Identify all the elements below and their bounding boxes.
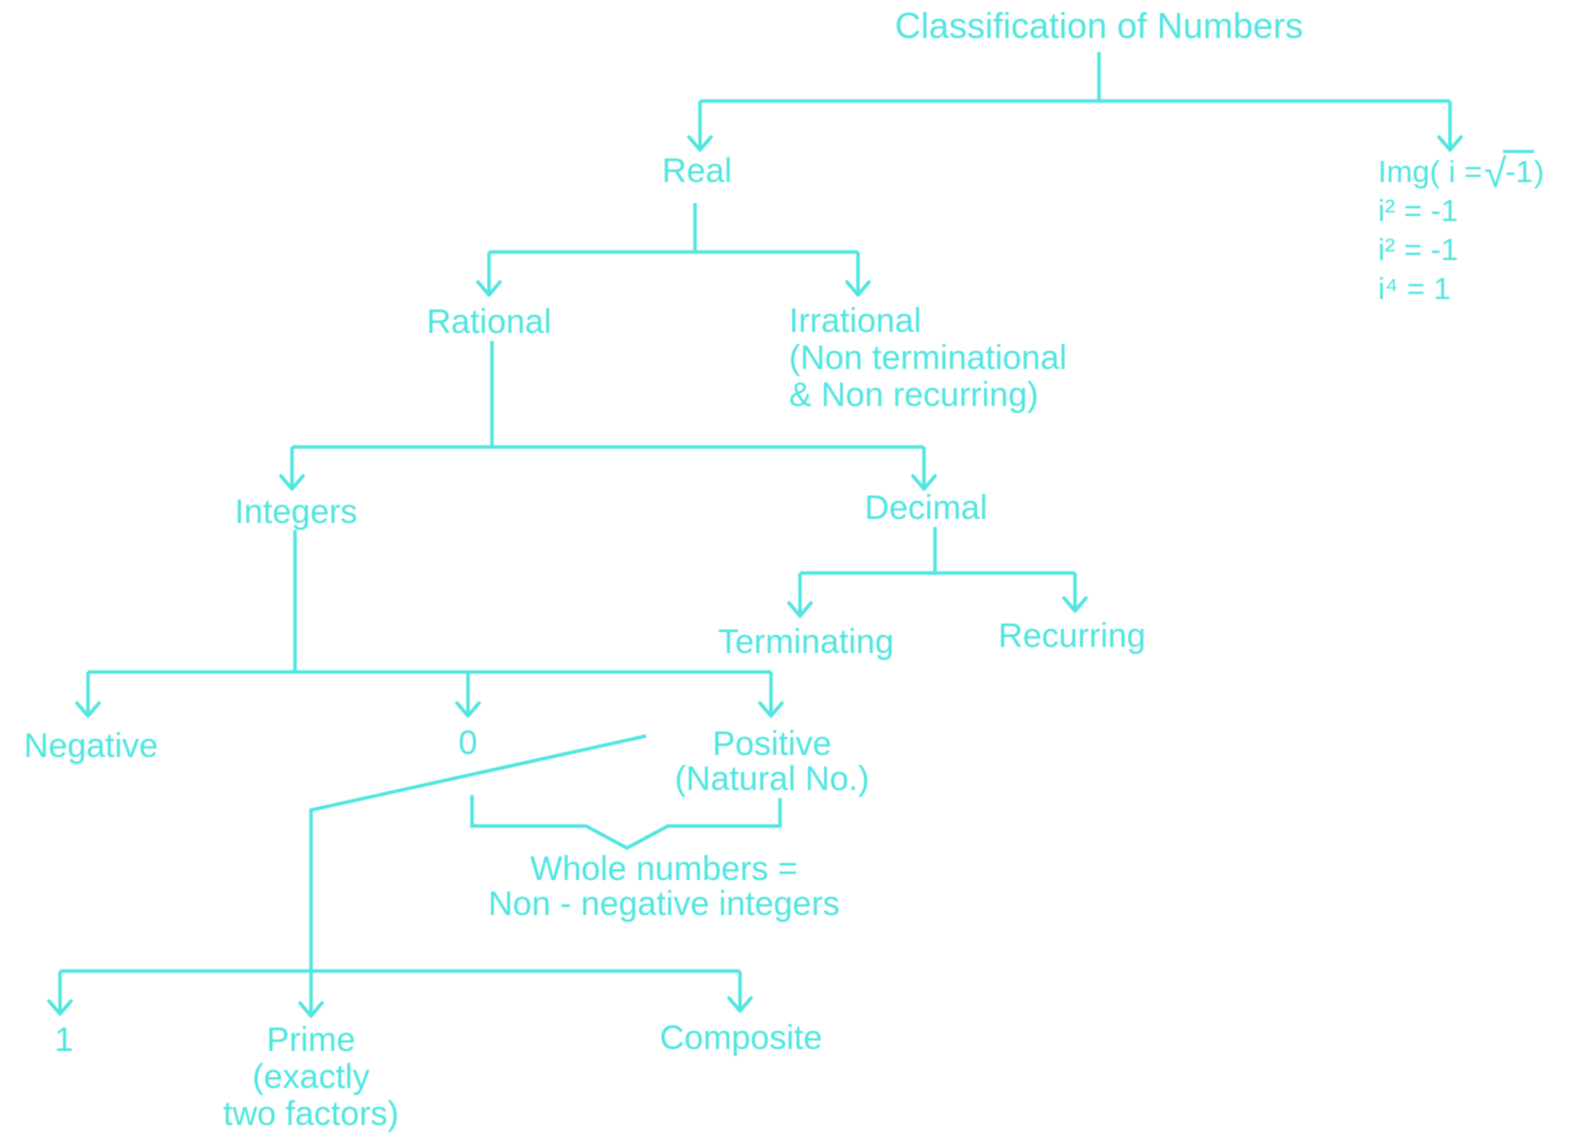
node-prime-line2: (exactly bbox=[252, 1058, 370, 1096]
node-real: Real bbox=[662, 152, 732, 190]
node-prime-line1: Prime bbox=[266, 1021, 356, 1059]
imaginary-note: Img( i =√-1) i² = -1 i² = -1 i⁴ = 1 bbox=[1378, 150, 1545, 308]
node-prime: Prime (exactly two factors) bbox=[223, 1022, 399, 1133]
node-negative: Negative bbox=[23, 727, 159, 765]
imaginary-line1-prefix: Img( i = bbox=[1378, 154, 1483, 189]
node-composite: Composite bbox=[659, 1019, 823, 1057]
imaginary-line1-radicand: -1 bbox=[1503, 150, 1534, 189]
node-decimal: Decimal bbox=[864, 489, 988, 527]
node-positive-line1: Positive bbox=[712, 725, 832, 763]
imaginary-line1: Img( i =√-1) bbox=[1378, 150, 1545, 193]
node-zero: 0 bbox=[458, 724, 478, 762]
imaginary-line4: i⁴ = 1 bbox=[1378, 271, 1451, 306]
sqrt-icon: √ bbox=[1484, 150, 1507, 196]
node-positive: Positive (Natural No.) bbox=[675, 727, 870, 797]
node-positive-line2: (Natural No.) bbox=[674, 760, 870, 798]
node-recurring: Recurring bbox=[998, 617, 1146, 655]
node-one: 1 bbox=[54, 1021, 74, 1059]
node-irrational-line1: Irrational bbox=[789, 302, 922, 340]
node-irrational: Irrational (Non terminational & Non recu… bbox=[789, 303, 1067, 414]
whole-numbers-line2: Non - negative integers bbox=[488, 885, 840, 923]
node-irrational-line3: & Non recurring) bbox=[789, 376, 1039, 414]
diagram-title: Classification of Numbers bbox=[894, 5, 1304, 46]
whole-numbers-line1: Whole numbers = bbox=[530, 850, 798, 888]
imaginary-line1-suffix: ) bbox=[1533, 154, 1545, 189]
whole-numbers-note: Whole numbers = Non - negative integers bbox=[488, 852, 840, 922]
node-terminating: Terminating bbox=[718, 623, 894, 661]
node-integers: Integers bbox=[234, 493, 358, 531]
imaginary-line3: i² = -1 bbox=[1378, 232, 1459, 267]
node-prime-line3: two factors) bbox=[223, 1095, 399, 1133]
node-rational: Rational bbox=[426, 303, 552, 341]
imaginary-line2: i² = -1 bbox=[1378, 193, 1459, 228]
node-irrational-line2: (Non terminational bbox=[789, 339, 1067, 377]
